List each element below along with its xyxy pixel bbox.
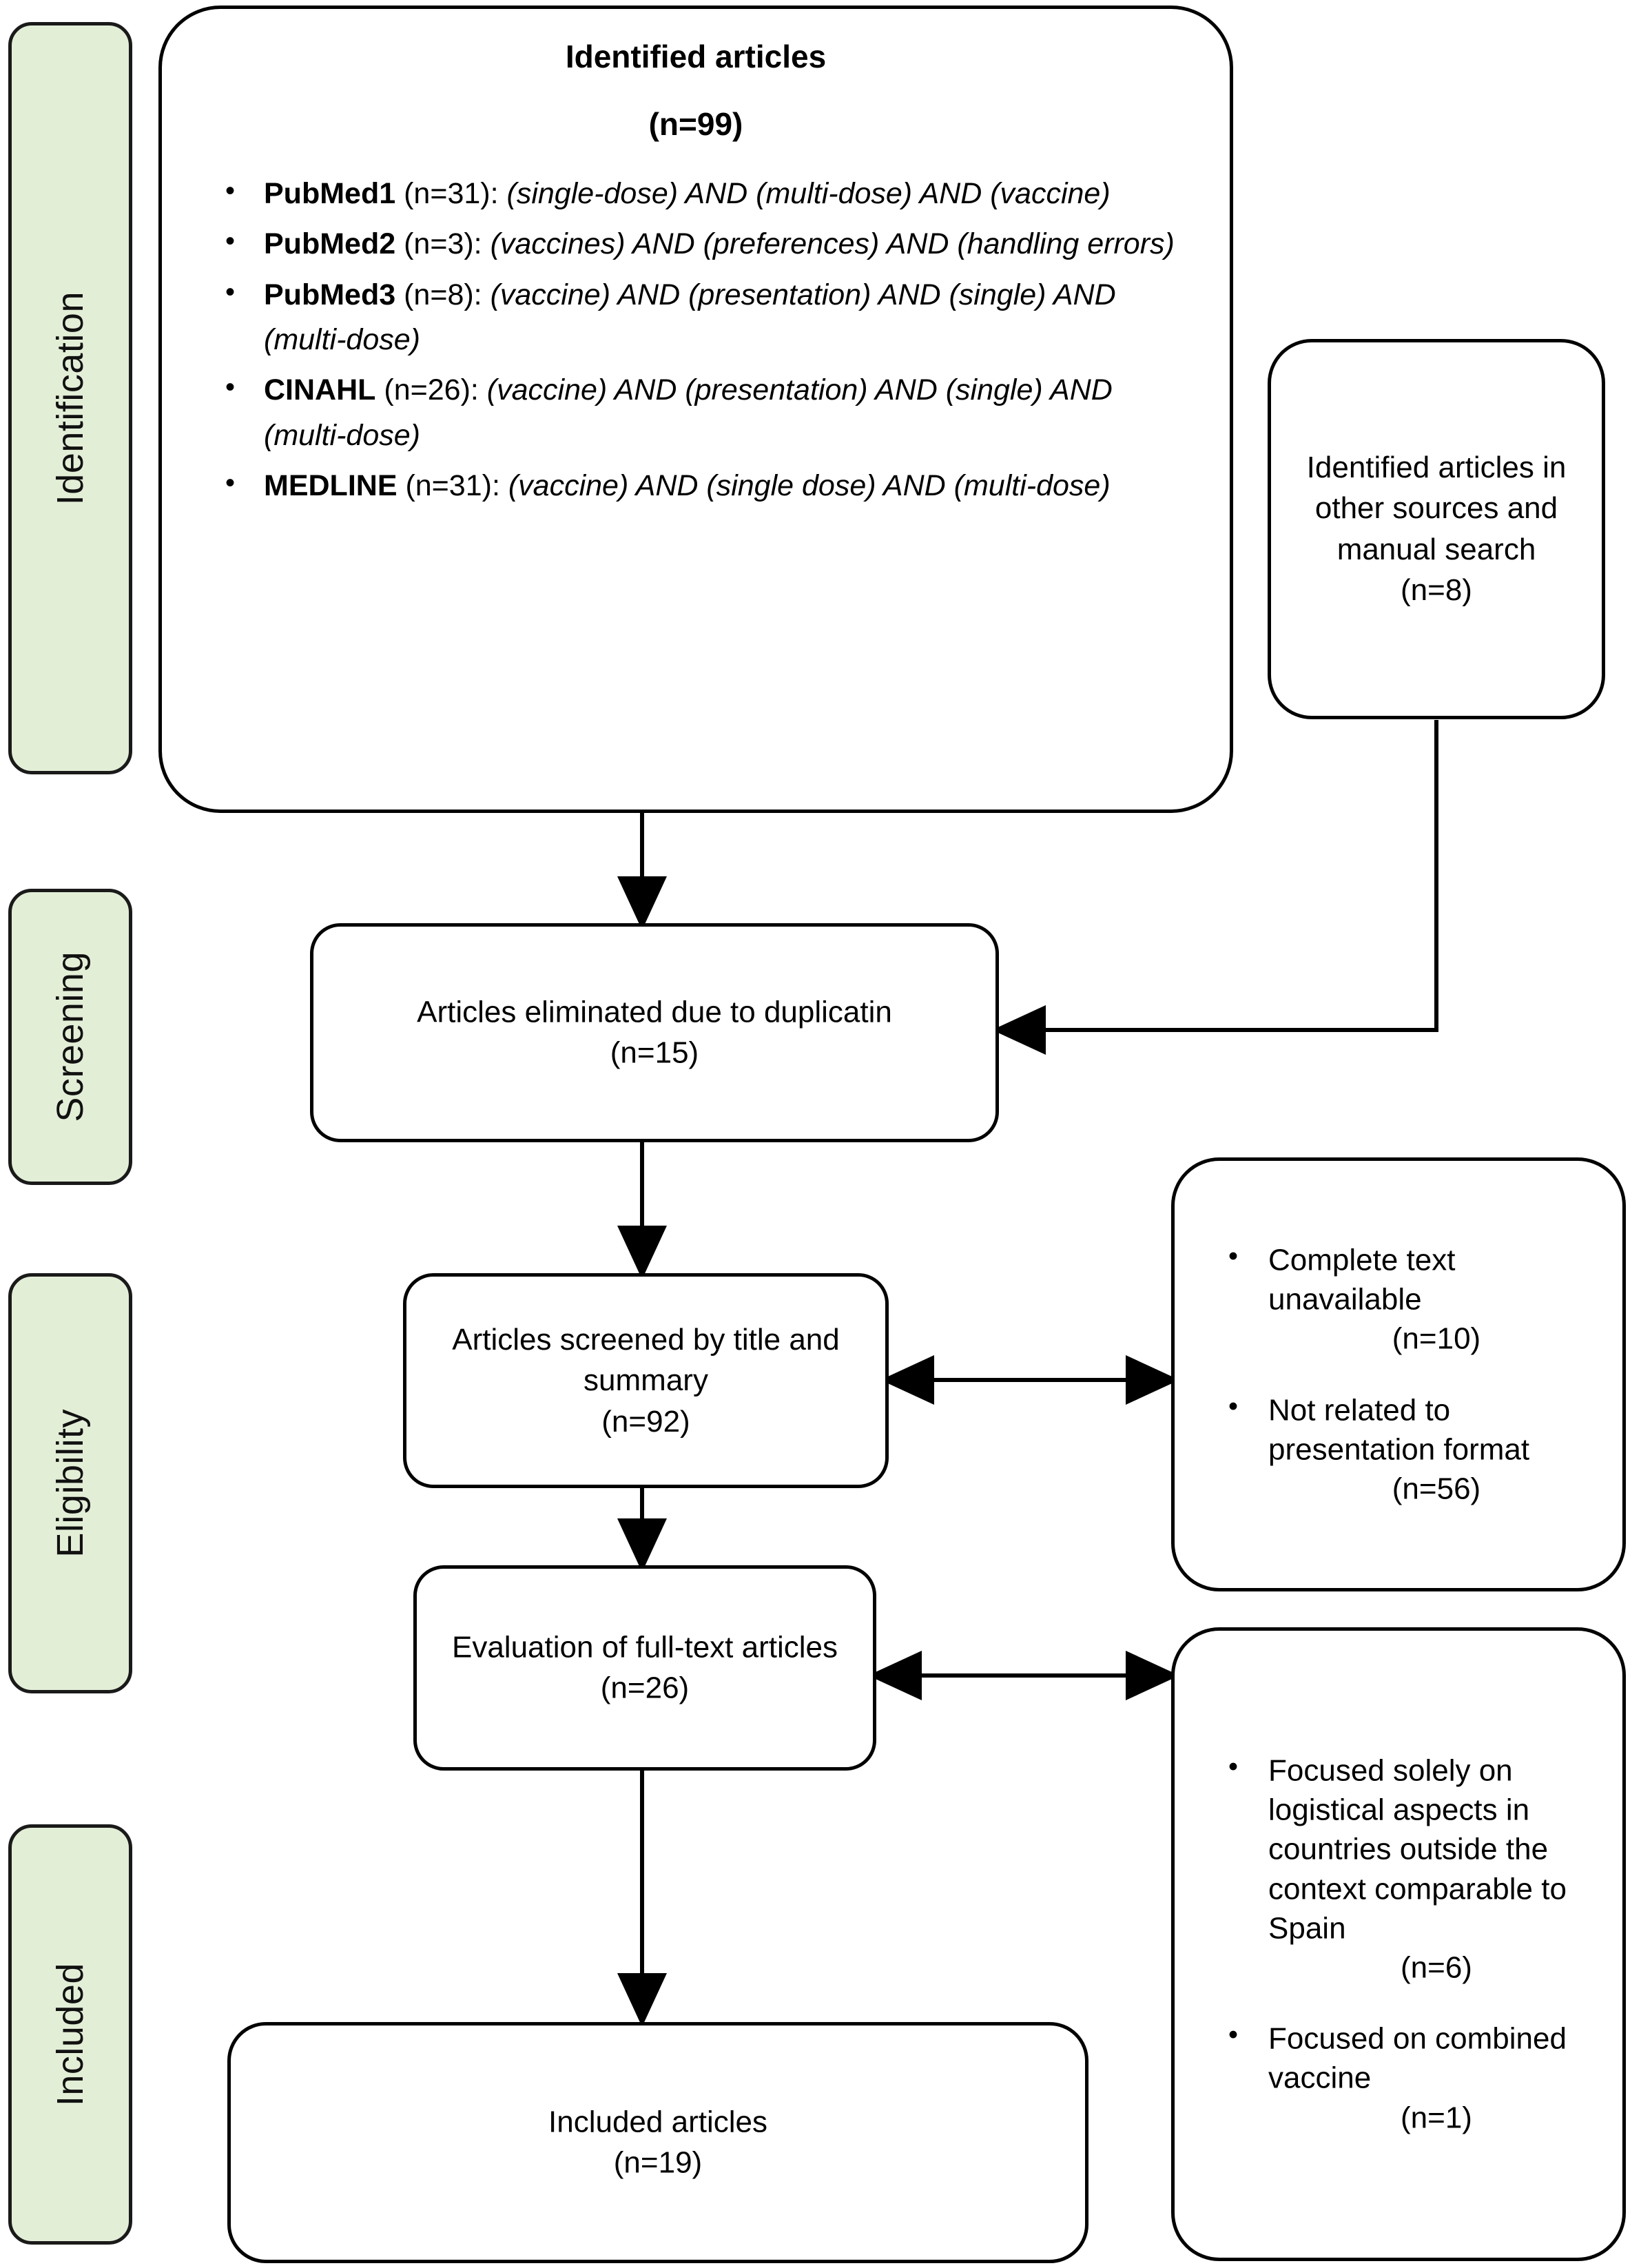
- excluded-screening-item-count: (n=56): [1392, 1472, 1481, 1506]
- database-query: (vaccine) AND (presentation) AND (single…: [264, 373, 1113, 452]
- other-sources-text: Identified articles in other sources and…: [1306, 451, 1567, 566]
- included-text: Included articles: [548, 2105, 767, 2139]
- included-count: (n=19): [613, 2146, 703, 2180]
- database-count: (n=31):: [405, 469, 500, 503]
- duplicates-body: Articles eliminated due to duplicatin (n…: [313, 992, 995, 1074]
- database-query: (single-dose) AND (multi-dose) AND (vacc…: [506, 177, 1111, 210]
- database-name: CINAHL: [264, 373, 376, 407]
- excluded-screening-item-text: Not related to presentation format: [1268, 1393, 1530, 1467]
- duplicates-text: Articles eliminated due to duplicatin: [417, 995, 892, 1029]
- identified-articles-count: (n=99): [648, 106, 743, 142]
- fulltext-text: Evaluation of full-text articles: [451, 1630, 838, 1664]
- excluded-eligibility-item-count: (n=1): [1401, 2101, 1472, 2135]
- node-other-sources: Identified articles in other sources and…: [1268, 339, 1605, 719]
- database-count: (n=31):: [404, 177, 499, 210]
- screened-body: Articles screened by title and summary (…: [406, 1319, 885, 1442]
- stage-label-identification: Identification: [8, 22, 132, 774]
- database-list: PubMed1 (n=31): (single-dose) AND (multi…: [200, 170, 1191, 509]
- database-count: (n=8):: [404, 278, 482, 311]
- screened-text: Articles screened by title and summary: [452, 1322, 840, 1398]
- stage-label-included: Included: [8, 1824, 132, 2245]
- identified-articles-title: Identified articles: [565, 39, 827, 74]
- excluded-eligibility-item-count: (n=6): [1401, 1950, 1472, 1985]
- database-list-item: MEDLINE (n=31): (vaccine) AND (single do…: [200, 462, 1191, 508]
- excluded-eligibility-item: Focused on combined vaccine (n=1): [1205, 2017, 1604, 2138]
- excluded-screening-item: Not related to presentation format (n=56…: [1205, 1388, 1604, 1509]
- excluded-eligibility-list: Focused solely on logistical aspects in …: [1175, 1749, 1622, 2138]
- node-identified-articles: Identified articles (n=99) PubMed1 (n=31…: [158, 6, 1233, 813]
- database-query: (vaccine) AND (single dose) AND (multi-d…: [508, 469, 1111, 503]
- stage-label-identification-text: Identification: [50, 291, 91, 506]
- duplicates-count: (n=15): [610, 1036, 699, 1070]
- node-fulltext: Evaluation of full-text articles (n=26): [413, 1565, 876, 1771]
- excluded-screening-item: Complete text unavailable (n=10): [1205, 1238, 1604, 1359]
- stage-label-screening: Screening: [8, 889, 132, 1185]
- database-list-item: PubMed2 (n=3): (vaccines) AND (preferenc…: [200, 220, 1191, 267]
- stage-label-eligibility-text: Eligibility: [50, 1409, 91, 1558]
- node-screened: Articles screened by title and summary (…: [403, 1273, 889, 1488]
- database-name: PubMed3: [264, 278, 396, 311]
- node-included: Included articles (n=19): [227, 2022, 1088, 2263]
- excluded-screening-item-count: (n=10): [1392, 1321, 1481, 1356]
- screened-count: (n=92): [601, 1404, 690, 1439]
- included-body: Included articles (n=19): [231, 2102, 1085, 2184]
- excluded-screening-item-text: Complete text unavailable: [1268, 1243, 1456, 1317]
- database-list-item: PubMed3 (n=8): (vaccine) AND (presentati…: [200, 271, 1191, 363]
- stage-label-included-text: Included: [50, 1962, 91, 2107]
- other-sources-body: Identified articles in other sources and…: [1271, 447, 1602, 611]
- fulltext-body: Evaluation of full-text articles (n=26): [417, 1627, 873, 1709]
- database-name: MEDLINE: [264, 469, 398, 503]
- node-duplicates: Articles eliminated due to duplicatin (n…: [310, 923, 999, 1142]
- database-list-item: CINAHL (n=26): (vaccine) AND (presentati…: [200, 367, 1191, 458]
- database-name: PubMed1: [264, 177, 396, 210]
- other-sources-count: (n=8): [1401, 573, 1472, 608]
- stage-label-screening-text: Screening: [50, 951, 91, 1122]
- database-count: (n=3):: [404, 227, 482, 261]
- database-name: PubMed2: [264, 227, 396, 261]
- database-list-item: PubMed1 (n=31): (single-dose) AND (multi…: [200, 170, 1191, 216]
- excluded-eligibility-item: Focused solely on logistical aspects in …: [1205, 1749, 1604, 1988]
- excluded-eligibility-item-text: Focused solely on logistical aspects in …: [1268, 1753, 1567, 1946]
- node-excluded-screening: Complete text unavailable (n=10) Not rel…: [1171, 1157, 1626, 1591]
- database-query: (vaccines) AND (preferences) AND (handli…: [490, 227, 1175, 261]
- node-excluded-eligibility: Focused solely on logistical aspects in …: [1171, 1627, 1626, 2261]
- database-query: (vaccine) AND (presentation) AND (single…: [264, 278, 1116, 357]
- excluded-screening-list: Complete text unavailable (n=10) Not rel…: [1175, 1238, 1622, 1509]
- stage-label-eligibility: Eligibility: [8, 1273, 132, 1693]
- excluded-eligibility-item-text: Focused on combined vaccine: [1268, 2021, 1567, 2095]
- fulltext-count: (n=26): [600, 1671, 690, 1705]
- database-count: (n=26):: [384, 373, 479, 407]
